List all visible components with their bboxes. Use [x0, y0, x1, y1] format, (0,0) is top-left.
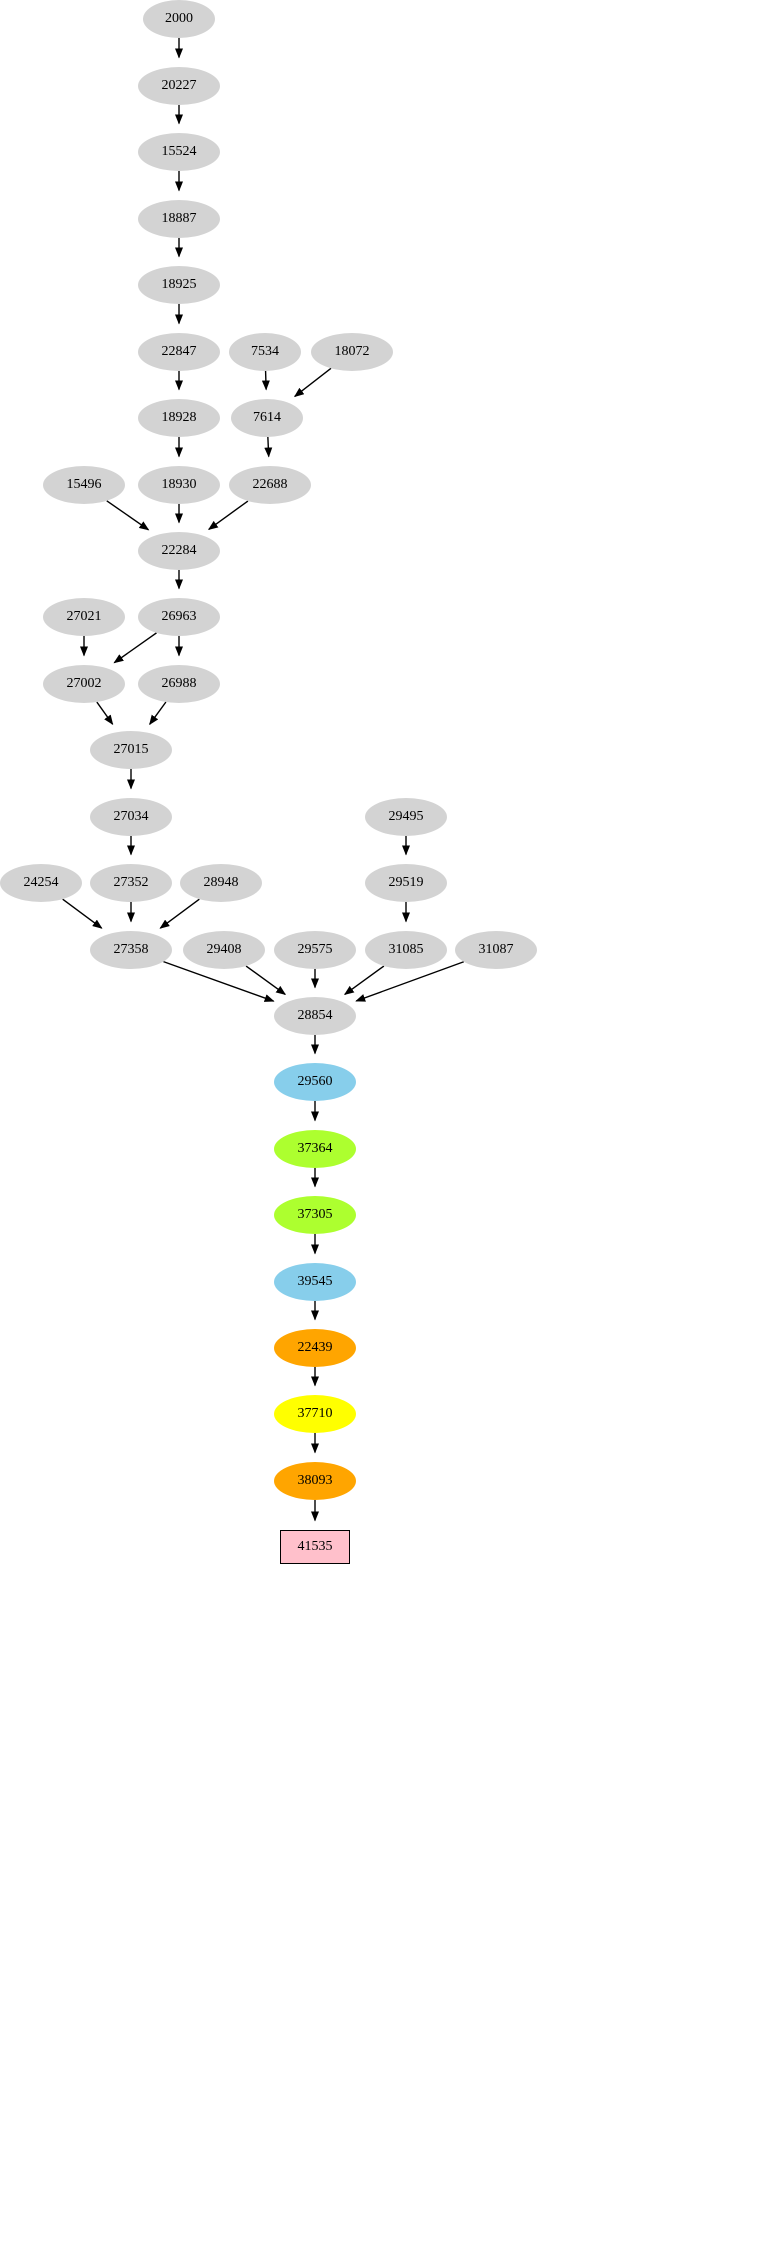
graph-node-18072[interactable]: 18072: [311, 333, 393, 371]
graph-node-27358[interactable]: 27358: [90, 931, 172, 969]
graph-node-27034[interactable]: 27034: [90, 798, 172, 836]
graph-node-26963[interactable]: 26963: [138, 598, 220, 636]
graph-edge-27002-to-27015: [96, 701, 114, 726]
graph-edge-18072-to-7614: [293, 367, 332, 398]
graph-node-27352[interactable]: 27352: [90, 864, 172, 902]
graph-node-label: 27015: [113, 742, 149, 757]
graph-node-22439[interactable]: 22439: [274, 1329, 356, 1367]
graph-node-label: 22688: [252, 477, 288, 492]
graph-node-label: 28948: [203, 875, 239, 890]
graph-node-28854[interactable]: 28854: [274, 997, 356, 1035]
graph-node-18887[interactable]: 18887: [138, 200, 220, 238]
graph-edge-29408-to-28854: [245, 965, 287, 995]
graph-node-7614[interactable]: 7614: [231, 399, 303, 437]
graph-edge-7614-to-22688: [264, 436, 273, 458]
graph-edge-24254-to-27358: [62, 898, 103, 929]
graph-node-20227[interactable]: 20227: [138, 67, 220, 105]
graph-node-label: 31087: [478, 942, 514, 957]
graph-node-label: 29519: [388, 875, 424, 890]
graph-node-label: 29408: [206, 942, 242, 957]
graph-node-2000[interactable]: 2000: [143, 0, 215, 38]
graph-node-label: 15524: [161, 144, 197, 159]
graph-node-label: 38093: [297, 1473, 333, 1488]
graph-node-label: 22847: [161, 344, 197, 359]
graph-node-label: 7534: [251, 344, 279, 359]
graph-node-label: 18887: [161, 211, 197, 226]
graph-node-label: 27352: [113, 875, 149, 890]
graph-edge-22688-to-22284: [207, 500, 249, 530]
graph-node-label: 22284: [161, 543, 197, 558]
graph-edge-15496-to-22284: [106, 500, 150, 531]
graph-node-24254[interactable]: 24254: [0, 864, 82, 902]
graph-node-label: 28854: [297, 1008, 333, 1023]
graph-node-label: 41535: [297, 1539, 333, 1554]
graph-node-label: 39545: [297, 1274, 333, 1289]
graph-node-label: 27034: [113, 809, 149, 824]
graph-edge-31085-to-28854: [343, 965, 385, 995]
graph-node-label: 27358: [113, 942, 149, 957]
graph-node-15524[interactable]: 15524: [138, 133, 220, 171]
graph-node-label: 18930: [161, 477, 197, 492]
graph-edge-28948-to-27358: [159, 898, 200, 929]
graph-node-label: 29560: [297, 1074, 333, 1089]
graph-node-label: 18928: [161, 410, 197, 425]
graph-edge-7534-to-7614: [261, 370, 270, 391]
graph-node-label: 37710: [297, 1406, 333, 1421]
graph-node-7534[interactable]: 7534: [229, 333, 301, 371]
graph-node-37710[interactable]: 37710: [274, 1395, 356, 1433]
graph-node-27021[interactable]: 27021: [43, 598, 125, 636]
graph-node-29560[interactable]: 29560: [274, 1063, 356, 1101]
graph-node-label: 22439: [297, 1340, 333, 1355]
graph-node-39545[interactable]: 39545: [274, 1263, 356, 1301]
graph-node-label: 26988: [161, 676, 197, 691]
graph-edge-26963-to-27002: [113, 632, 157, 664]
graph-node-label: 27002: [66, 676, 102, 691]
graph-node-28948[interactable]: 28948: [180, 864, 262, 902]
graph-node-label: 18925: [161, 277, 197, 292]
graph-node-29519[interactable]: 29519: [365, 864, 447, 902]
graph-node-label: 37305: [297, 1207, 333, 1222]
graph-node-37364[interactable]: 37364: [274, 1130, 356, 1168]
graph-node-29495[interactable]: 29495: [365, 798, 447, 836]
graph-node-22847[interactable]: 22847: [138, 333, 220, 371]
graph-node-15496[interactable]: 15496: [43, 466, 125, 504]
graph-node-29408[interactable]: 29408: [183, 931, 265, 969]
graph-node-27002[interactable]: 27002: [43, 665, 125, 703]
graph-node-label: 18072: [334, 344, 370, 359]
graph-node-label: 24254: [23, 875, 59, 890]
graph-node-label: 29495: [388, 809, 424, 824]
graph-node-label: 7614: [253, 410, 281, 425]
graph-node-18930[interactable]: 18930: [138, 466, 220, 504]
graph-node-38093[interactable]: 38093: [274, 1462, 356, 1500]
graph-node-29575[interactable]: 29575: [274, 931, 356, 969]
graph-node-label: 27021: [66, 609, 102, 624]
graph-node-label: 31085: [388, 942, 424, 957]
graph-node-label: 37364: [297, 1141, 333, 1156]
graph-node-18928[interactable]: 18928: [138, 399, 220, 437]
graph-node-41535[interactable]: 41535: [280, 1530, 350, 1564]
graph-node-label: 2000: [165, 11, 193, 26]
graph-node-label: 15496: [66, 477, 102, 492]
graph-node-27015[interactable]: 27015: [90, 731, 172, 769]
graph-node-label: 29575: [297, 942, 333, 957]
graph-node-18925[interactable]: 18925: [138, 266, 220, 304]
graph-node-31087[interactable]: 31087: [455, 931, 537, 969]
graph-node-31085[interactable]: 31085: [365, 931, 447, 969]
edges-group: [62, 38, 465, 1522]
graph-node-22284[interactable]: 22284: [138, 532, 220, 570]
graph-node-26988[interactable]: 26988: [138, 665, 220, 703]
graph-node-37305[interactable]: 37305: [274, 1196, 356, 1234]
graph-node-label: 26963: [161, 609, 197, 624]
graph-node-22688[interactable]: 22688: [229, 466, 311, 504]
graph-edge-26988-to-27015: [149, 701, 167, 726]
graph-node-label: 20227: [161, 78, 197, 93]
